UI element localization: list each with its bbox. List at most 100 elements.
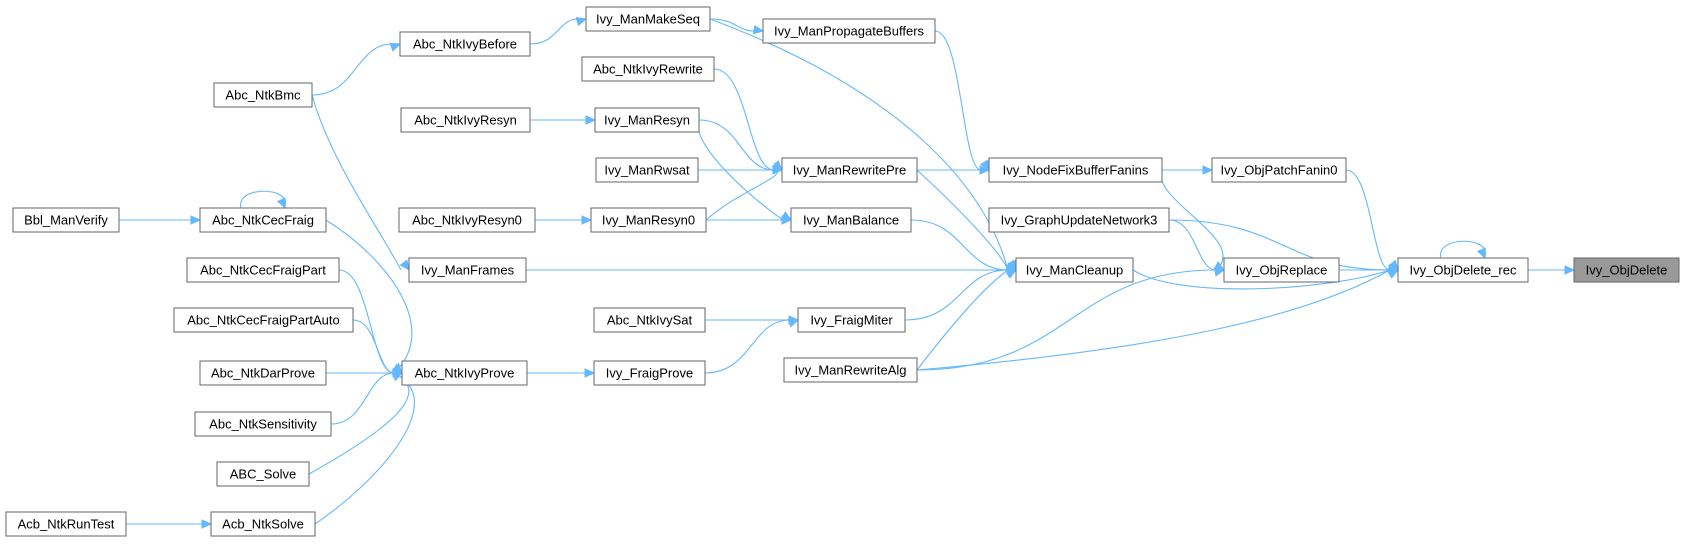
node-box bbox=[783, 357, 918, 383]
node-box bbox=[216, 461, 310, 487]
node-box bbox=[401, 360, 528, 386]
node-ivy-objreplace[interactable]: Ivy_ObjReplace bbox=[1223, 257, 1340, 283]
edge-ivy-manrewritealg-to-ivy-mancleanup bbox=[916, 269, 1018, 371]
node-ivy-manrwsat[interactable]: Ivy_ManRwsat bbox=[595, 157, 699, 183]
node-box bbox=[594, 107, 700, 133]
node-abc-ntkivyresyn0[interactable]: Abc_NtkIvyResyn0 bbox=[398, 207, 536, 233]
node-abc-ntkivyprove[interactable]: Abc_NtkIvyProve bbox=[401, 360, 528, 386]
node-box bbox=[186, 257, 340, 283]
node-box bbox=[213, 82, 313, 108]
edge-ivy-graphupdatenetwork3-to-ivy-objreplace bbox=[1168, 219, 1226, 271]
node-abc-ntkdarprove[interactable]: Abc_NtkDarProve bbox=[199, 360, 327, 386]
node-acb-ntkruntest[interactable]: Acb_NtkRunTest bbox=[5, 511, 127, 537]
edge-ivy-manresyn-to-ivy-manrewritepre bbox=[698, 119, 784, 172]
node-box bbox=[173, 307, 354, 333]
node-label: Ivy_ObjDelete_rec bbox=[1410, 263, 1517, 278]
arrowhead-icon bbox=[787, 318, 800, 328]
edge-abc-ntkbmc-to-ivy-manframes bbox=[311, 94, 410, 271]
node-ivy-fraigprove[interactable]: Ivy_FraigProve bbox=[593, 360, 706, 386]
edge-line bbox=[916, 269, 1009, 371]
node-abc-ntkivysat[interactable]: Abc_NtkIvySat bbox=[593, 307, 706, 333]
node-ivy-objpatchfanin0[interactable]: Ivy_ObjPatchFanin0 bbox=[1211, 157, 1347, 183]
edge-ivy-manframes-to-ivy-mancleanup bbox=[526, 265, 1018, 275]
node-ivy-objdelete-rec[interactable]: Ivy_ObjDelete_rec bbox=[1397, 257, 1529, 283]
node-abc-ntksensitivity[interactable]: Abc_NtkSensitivity bbox=[194, 411, 332, 437]
arrowhead-icon bbox=[584, 368, 596, 378]
node-box bbox=[1211, 157, 1347, 183]
edge-line bbox=[1345, 169, 1391, 271]
edge-line bbox=[1132, 269, 1391, 290]
node-bbl-manverify[interactable]: Bbl_ManVerify bbox=[12, 207, 120, 233]
arrowhead-icon bbox=[1476, 247, 1486, 260]
node-label: Abc_NtkIvyProve bbox=[415, 366, 515, 381]
node-ivy-manrewritepre[interactable]: Ivy_ManRewritePre bbox=[781, 157, 918, 183]
arrowhead-icon bbox=[752, 24, 765, 35]
node-label: Acb_NtkRunTest bbox=[18, 517, 115, 532]
node-label: Ivy_ManBalance bbox=[803, 213, 899, 228]
node-abc-ntkcecfraig[interactable]: Abc_NtkCecFraig bbox=[199, 207, 327, 233]
node-ivy-manpropagatebuffers[interactable]: Ivy_ManPropagateBuffers bbox=[762, 18, 936, 44]
node-label: Ivy_ObjReplace bbox=[1236, 263, 1328, 278]
node-ivy-manframes[interactable]: Ivy_ManFrames bbox=[408, 257, 527, 283]
node-abc-ntkivyrewrite[interactable]: Abc_NtkIvyRewrite bbox=[581, 56, 715, 82]
node-label: Ivy_ManCleanup bbox=[1026, 263, 1124, 278]
edge-ivy-manrewritealg-to-ivy-objreplace bbox=[916, 267, 1226, 371]
node-abc-ntkivyresyn[interactable]: Abc_NtkIvyResyn bbox=[400, 107, 531, 133]
node-box bbox=[762, 18, 936, 44]
edge-line bbox=[904, 269, 1009, 321]
edge-bbl-manverify-to-abc-ntkcecfraig bbox=[119, 215, 202, 225]
node-abc-ntkcecfraigpartauto[interactable]: Abc_NtkCecFraigPartAuto bbox=[173, 307, 354, 333]
node-label: Abc_NtkIvyResyn0 bbox=[412, 213, 522, 228]
node-label: Acb_NtkSolve bbox=[222, 517, 304, 532]
node-label: Ivy_ManPropagateBuffers bbox=[774, 24, 925, 39]
arrowhead-icon bbox=[581, 215, 593, 225]
node-box bbox=[781, 157, 918, 183]
node-label: Ivy_ManResyn0 bbox=[602, 213, 695, 228]
edge-abc-ntkivybefore-to-ivy-manmakeseq bbox=[529, 16, 588, 45]
node-box bbox=[797, 307, 906, 333]
node-label: Bbl_ManVerify bbox=[24, 213, 108, 228]
node-ivy-graphupdatenetwork3[interactable]: Ivy_GraphUpdateNetwork3 bbox=[988, 207, 1170, 233]
node-ivy-mancleanup[interactable]: Ivy_ManCleanup bbox=[1015, 257, 1134, 283]
edge-ivy-objdelete-rec-to-ivy-objdelete bbox=[1528, 265, 1576, 275]
node-ivy-manrewritealg[interactable]: Ivy_ManRewriteAlg bbox=[783, 357, 918, 383]
node-abc-ntkbmc[interactable]: Abc_NtkBmc bbox=[213, 82, 313, 108]
node-abc-ntkivybefore[interactable]: Abc_NtkIvyBefore bbox=[399, 31, 531, 57]
node-abc-ntkcecfraigpart[interactable]: Abc_NtkCecFraigPart bbox=[186, 257, 340, 283]
edge-line bbox=[709, 18, 756, 32]
node-box bbox=[581, 56, 715, 82]
node-ivy-manmakeseq[interactable]: Ivy_ManMakeSeq bbox=[585, 6, 711, 32]
node-ivy-manresyn0[interactable]: Ivy_ManResyn0 bbox=[590, 207, 707, 233]
node-box bbox=[988, 207, 1170, 233]
arrowhead-icon bbox=[1213, 267, 1226, 277]
node-abc-solve[interactable]: ABC_Solve bbox=[216, 461, 310, 487]
node-label: Ivy_ObjDelete bbox=[1586, 263, 1668, 278]
edge-abc-ntkcecfraig-to-abc-ntkivyprove bbox=[325, 219, 413, 374]
node-box bbox=[593, 307, 706, 333]
edge-line bbox=[1168, 219, 1391, 271]
arrowhead-icon bbox=[389, 42, 402, 52]
edge-abc-ntkivyprove-to-ivy-fraigprove bbox=[527, 368, 596, 378]
edge-abc-ntkbmc-to-abc-ntkivybefore bbox=[311, 42, 402, 96]
edge-acb-ntkruntest-to-acb-ntksolve bbox=[126, 519, 213, 529]
arrowhead-icon bbox=[781, 215, 793, 225]
node-label: Ivy_GraphUpdateNetwork3 bbox=[1001, 213, 1158, 228]
node-ivy-fraigmiter[interactable]: Ivy_FraigMiter bbox=[797, 307, 906, 333]
node-label: Ivy_ManFrames bbox=[421, 263, 515, 278]
node-ivy-manresyn[interactable]: Ivy_ManResyn bbox=[594, 107, 700, 133]
arrowhead-icon bbox=[276, 197, 286, 210]
node-ivy-manbalance[interactable]: Ivy_ManBalance bbox=[790, 207, 912, 233]
edge-line bbox=[311, 94, 402, 271]
node-box bbox=[399, 31, 531, 57]
node-box bbox=[210, 511, 316, 537]
node-ivy-nodefixbufferfanins[interactable]: Ivy_NodeFixBufferFanins bbox=[988, 157, 1163, 183]
edge-ivy-manresyn0-to-ivy-manrewritepre bbox=[705, 169, 793, 221]
edge-line bbox=[240, 190, 286, 209]
edge-line bbox=[1440, 240, 1486, 259]
node-label: Abc_NtkSensitivity bbox=[209, 417, 317, 432]
node-label: Abc_NtkIvySat bbox=[607, 313, 693, 328]
edge-line bbox=[704, 319, 791, 374]
node-box bbox=[1015, 257, 1134, 283]
edge-line bbox=[330, 372, 395, 425]
node-acb-ntksolve[interactable]: Acb_NtkSolve bbox=[210, 511, 316, 537]
